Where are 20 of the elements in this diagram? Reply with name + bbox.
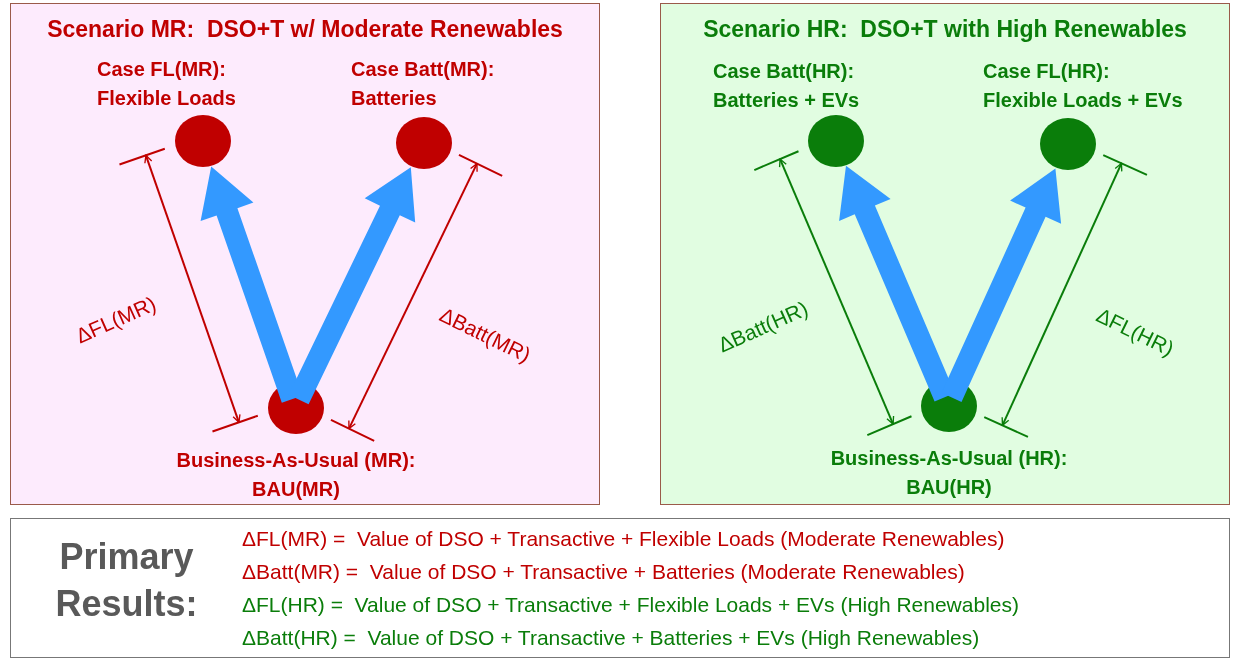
results-box <box>10 518 1230 658</box>
dimension-arrow <box>347 162 478 430</box>
result-line: ΔBatt(HR) = Value of DSO + Transactive + Batteries + EVs (High Renewables) <box>242 626 980 650</box>
panel-title: Scenario HR: DSO+T with High Renewables <box>702 16 1188 43</box>
case-label: Case Batt(HR): Batteries + EVs <box>713 59 861 113</box>
case-label: Case Batt(MR): Batteries <box>351 57 496 111</box>
result-line: ΔFL(MR) = Value of DSO + Transactive + Flexible Loads (Moderate Renewables) <box>242 527 1005 551</box>
dimension-arrow <box>778 158 895 426</box>
result-line: ΔFL(HR) = Value of DSO + Transactive + Flexible Loads + EVs (High Renewables) <box>242 593 1019 617</box>
result-line: ΔBatt(MR) = Value of DSO + Transactive + Batteries (Moderate Renewables) <box>242 560 965 584</box>
case-label: Case FL(MR): Flexible Loads <box>97 57 237 111</box>
scenario-panel <box>10 3 600 505</box>
panel-title: Scenario MR: DSO+T w/ Moderate Renewables <box>46 16 564 43</box>
scenario-panel <box>660 3 1230 505</box>
case-label: Business-As-Usual (MR): BAU(MR) <box>175 448 417 503</box>
dimension-arrow <box>144 154 241 424</box>
case-label: Case FL(HR): Flexible Loads + EVs <box>983 59 1184 113</box>
case-label: Business-As-Usual (HR): BAU(HR) <box>829 446 1069 501</box>
dimension-arrow <box>1001 162 1123 427</box>
results-heading: Primary Results: <box>54 535 199 626</box>
